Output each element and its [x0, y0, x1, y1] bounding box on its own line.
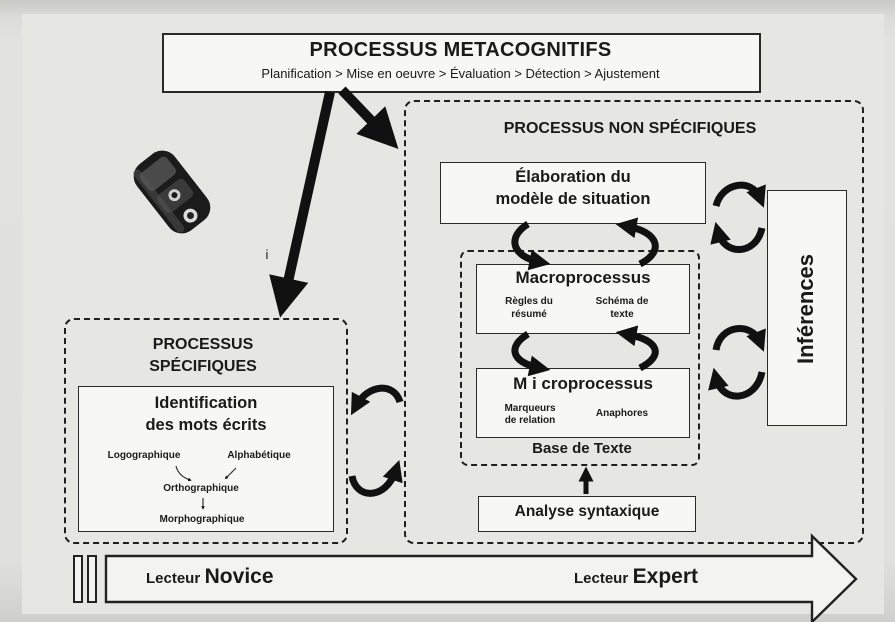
metacognitive-title: PROCESSUS METACOGNITIFS [309, 39, 612, 61]
orthographic-label: Orthographique [163, 483, 239, 494]
inference-cycle-top-upper [712, 181, 766, 208]
relation-markers-line1: Marqueurs [504, 403, 556, 414]
metacognitive-steps: Planification > Mise en oeuvre > Évaluat… [261, 66, 660, 81]
summary-rules-line2: résumé [511, 309, 547, 320]
cycle-arrow-elaboration-macro-right [615, 217, 659, 268]
inference-cycle-bottom-upper [712, 325, 766, 352]
specific-title-line2: SPÉCIFIQUES [149, 358, 257, 375]
cycle-arrow-macro-micro-right [615, 325, 659, 372]
word-identification-line2: des mots écrits [145, 416, 267, 434]
relation-markers-line2: de relation [504, 415, 556, 426]
word-identification-line1: Identification [154, 394, 258, 412]
morphographic-label: Morphographique [159, 514, 245, 525]
situation-model-line1: Élaboration du [515, 168, 631, 186]
progression-arrow [73, 533, 858, 622]
alphabetic-label: Alphabétique [227, 450, 291, 461]
syntactic-analysis-label: Analyse syntaxique [514, 503, 660, 520]
macroprocess-title: Macroprocessus [515, 268, 651, 287]
text-base-label: Base de Texte [532, 440, 632, 457]
inferences-box [767, 190, 847, 426]
macroprocess-box [476, 264, 690, 334]
non-specific-title: PROCESSUS NON SPÉCIFIQUES [503, 120, 757, 137]
text-schema-line1: Schéma de [595, 296, 649, 307]
anaphora-label: Anaphores [595, 408, 649, 419]
arrow-alpha-to-ortho [224, 467, 237, 480]
novice-label: Lecteur Novice [146, 565, 274, 589]
non-specific-container [404, 100, 864, 544]
text-schema-line2: texte [610, 309, 634, 320]
syntactic-analysis-box [478, 496, 696, 532]
novice-word: Novice [204, 565, 274, 588]
situation-model-line2: modèle de situation [495, 190, 651, 208]
link-cycle-upper [350, 384, 404, 416]
inference-cycle-top-lower [710, 221, 766, 253]
microprocess-box [476, 368, 690, 438]
specific-title-line1: PROCESSUS [152, 336, 254, 353]
expert-word: Expert [632, 565, 698, 588]
stray-mark: i [265, 247, 269, 262]
mobile-phone-icon [133, 150, 211, 234]
arrow-to-specific [269, 90, 335, 318]
arrow-logo-to-ortho [175, 465, 192, 482]
word-identification-box [78, 386, 334, 532]
specific-container [64, 318, 348, 544]
cycle-arrow-macro-micro-left [511, 330, 551, 377]
link-cycle-lower [348, 460, 403, 497]
novice-prefix: Lecteur [146, 570, 201, 587]
summary-rules-line1: Règles du [505, 296, 553, 307]
metacognitive-box [162, 33, 761, 93]
logographic-label: Logographique [107, 450, 181, 461]
cycle-arrow-elaboration-macro-left [511, 221, 551, 271]
microprocess-title: M i croprocessus [513, 374, 653, 393]
inference-cycle-bottom-lower [708, 367, 766, 400]
expert-prefix: Lecteur [574, 570, 629, 587]
situation-model-box [440, 162, 706, 224]
expert-label: Lecteur Expert [574, 565, 698, 589]
arrow-to-non-specific [338, 86, 399, 150]
text-base-container [460, 250, 700, 466]
